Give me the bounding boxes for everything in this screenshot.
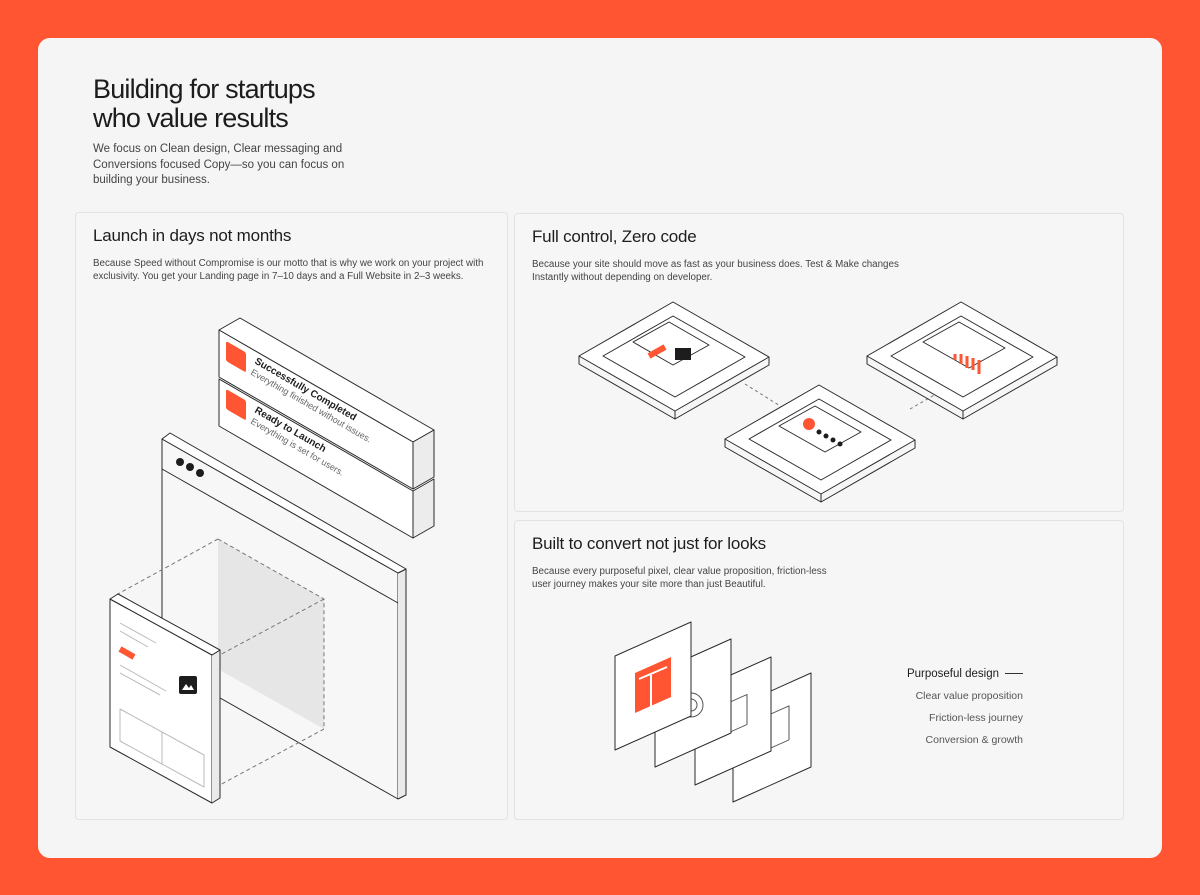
convert-card-title: Built to convert not just for looks [532, 534, 766, 553]
page-title-line-2: who value results [93, 103, 289, 133]
image-icon [179, 676, 197, 694]
legend-item-conversion[interactable]: Conversion & growth [925, 734, 1023, 746]
notification-block-2 [218, 378, 435, 539]
legend-item-value-proposition[interactable]: Clear value proposition [915, 690, 1023, 702]
control-desc-line-2: Instantly without depending on developer… [532, 272, 713, 283]
rocket-icon [226, 389, 246, 420]
convert-card-description: Because every purposeful pixel, clear va… [532, 565, 827, 591]
convert-card: Built to convert not just for looks Beca… [514, 520, 1124, 820]
launch-desc-line-1: Because Speed without Compromise is our … [93, 258, 484, 269]
main-panel: Building for startups who value results … [38, 38, 1162, 858]
tile-right [866, 301, 1058, 420]
control-card-title: Full control, Zero code [532, 227, 697, 246]
launch-card-title: Launch in days not months [93, 226, 292, 245]
control-card-description: Because your site should move as fast as… [532, 258, 899, 284]
convert-desc-line-2: user journey makes your site more than j… [532, 579, 766, 590]
page-card-illustration [109, 593, 221, 804]
launch-desc-line-2: exclusivity. You get your Landing page i… [93, 271, 464, 282]
projection-lines [115, 538, 325, 788]
layout-icon [635, 657, 671, 713]
control-illustration [578, 301, 1058, 503]
check-icon [226, 341, 246, 372]
convert-illustration [614, 621, 812, 803]
page-subtitle: We focus on Clean design, Clear messagin… [93, 143, 345, 186]
active-indicator [1005, 673, 1023, 675]
tile-left [578, 301, 770, 420]
layer-card-1 [614, 621, 692, 751]
conversion-legend: Purposeful design Clear value propositio… [907, 663, 1023, 751]
notification-block-1 [218, 317, 435, 490]
control-desc-line-1: Because your site should move as fast as… [532, 259, 899, 270]
legend-item-purposeful[interactable]: Purposeful design [907, 663, 1023, 685]
convert-desc-line-1: Because every purposeful pixel, clear va… [532, 566, 827, 577]
page-title-line-1: Building for startups [93, 74, 316, 104]
tile-middle [724, 384, 916, 503]
window-dot-3 [196, 469, 204, 477]
window-dot-2 [186, 463, 194, 471]
window-dot-1 [176, 458, 184, 466]
launch-illustration: Successfully Completed Everything finish… [109, 317, 435, 804]
launch-card-description: Because Speed without Compromise is our … [93, 257, 483, 283]
page-title: Building for startups who value results [93, 75, 393, 133]
launch-card: Launch in days not months Because Speed … [75, 212, 508, 820]
legend-item-journey[interactable]: Friction-less journey [929, 712, 1023, 724]
control-card: Full control, Zero code Because your sit… [514, 213, 1124, 512]
